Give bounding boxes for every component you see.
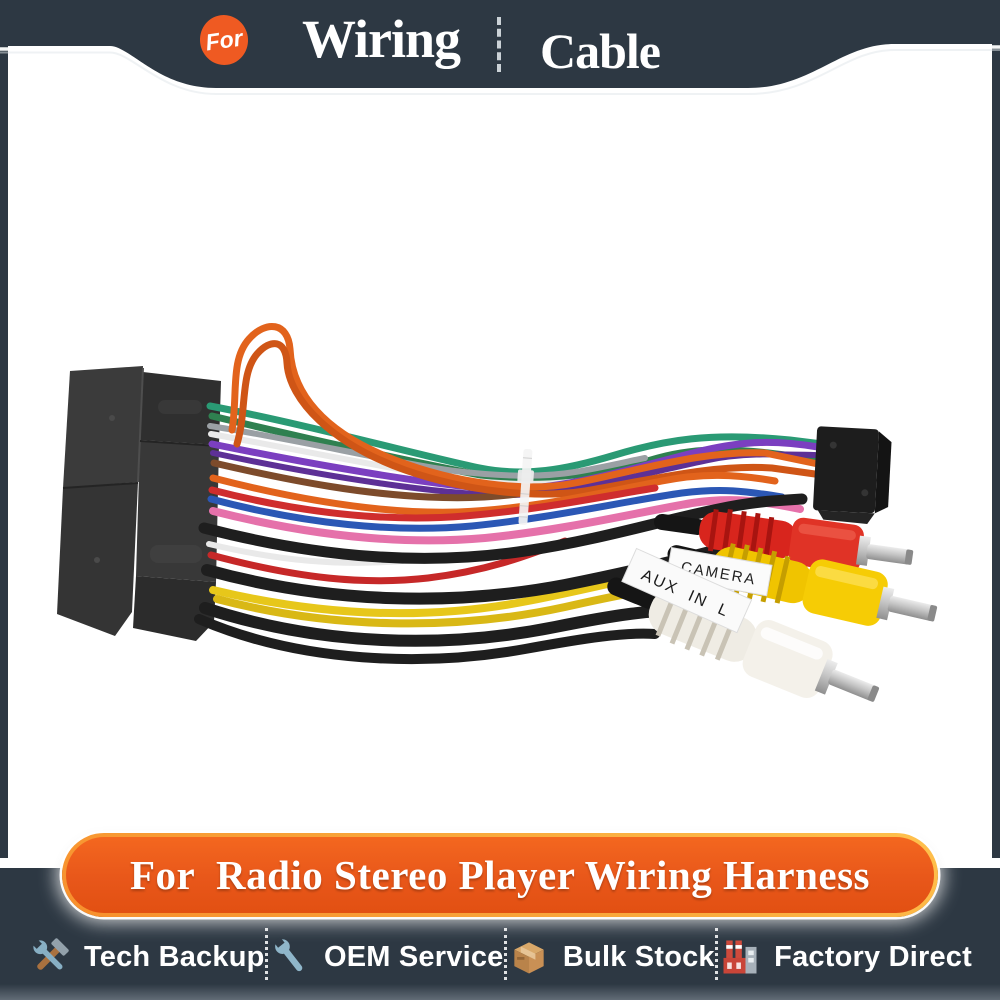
rca-plug-red <box>653 509 914 573</box>
wire-orange-loop-2 <box>233 340 819 498</box>
header-dashed-divider <box>497 17 501 72</box>
wire-orange-loop <box>228 322 822 491</box>
footer-label: OEM Service <box>323 940 504 973</box>
footer-label: Tech Backup <box>84 940 265 973</box>
banner-edge-glow <box>0 49 1000 95</box>
side-border-right <box>992 42 1000 858</box>
banner-edge-line <box>0 45 1000 93</box>
wire-red <box>208 484 659 522</box>
black-cable-1 <box>198 493 808 564</box>
black-cable-4 <box>194 614 660 665</box>
footer-item-tech-backup: Tech Backup <box>28 935 265 979</box>
product-title-banner: For Radio Stereo Player Wiring Harness <box>62 833 938 917</box>
cable-tie <box>517 448 534 525</box>
footer-label: Factory Direct <box>774 940 972 973</box>
wire-brown <box>210 459 539 502</box>
factory-icon <box>718 935 762 979</box>
package-icon <box>507 935 551 979</box>
footer-item-bulk-stock: Bulk Stock <box>507 935 715 979</box>
product-title: For Radio Stereo Player Wiring Harness <box>129 852 870 898</box>
right-connector <box>813 426 892 524</box>
footer-divider <box>714 928 718 980</box>
left-connector <box>57 366 221 641</box>
side-border-left <box>0 42 8 858</box>
product-title-banner-inner: For Radio Stereo Player Wiring Harness <box>66 837 934 913</box>
wire-pink <box>209 496 804 545</box>
wire-harness <box>206 322 826 628</box>
footer-divider <box>503 928 507 980</box>
footer-item-factory-direct: Factory Direct <box>718 935 972 979</box>
wire-blue <box>207 486 786 532</box>
header-title-wiring: Wiring <box>302 9 461 69</box>
for-badge-text: For <box>203 24 245 55</box>
wire-gray <box>207 423 648 479</box>
tools-icon <box>28 935 72 979</box>
wrench-icon <box>268 935 312 979</box>
footer-divider <box>264 928 268 980</box>
header-title-cable: Cable <box>540 23 661 79</box>
footer-label: Bulk Stock <box>562 940 715 973</box>
rca-plug-white <box>607 577 880 702</box>
footer-item-oem-service: OEM Service <box>268 935 504 979</box>
